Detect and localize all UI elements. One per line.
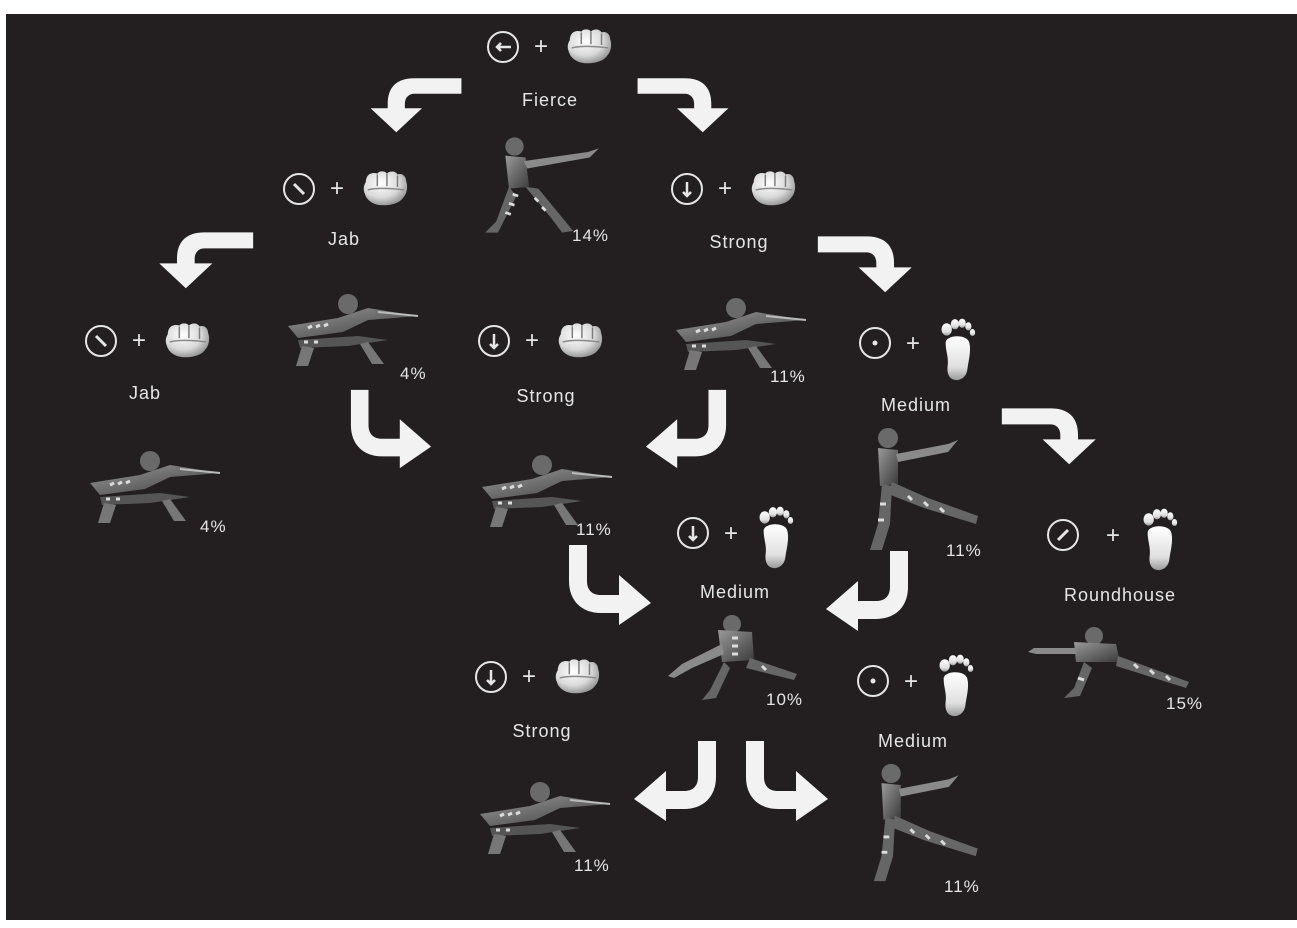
combo-input-roundhouse: + [1046, 506, 1186, 576]
curved-arrow-icon [159, 232, 254, 289]
plus-sign: + [522, 663, 537, 690]
curved-arrow-icon [817, 236, 912, 293]
combo-label-jab: Jab [327, 229, 361, 249]
combo-input-jab: + [282, 168, 412, 212]
combo-label-jab: Jab [128, 383, 162, 403]
curved-arrow-icon [370, 78, 462, 133]
fighter-sprite [1026, 625, 1191, 700]
damage-percent: 11% [574, 856, 610, 875]
combo-input-fierce: + [486, 26, 616, 70]
joystick-icon [677, 517, 709, 549]
fighter-sprite [478, 780, 612, 856]
combo-label-medium: Medium [880, 395, 952, 415]
fist-icon [555, 658, 600, 695]
curved-arrow-icon [645, 389, 727, 469]
curved-arrow-icon [1001, 408, 1096, 465]
curved-arrow-icon [826, 551, 908, 631]
damage-percent: 14% [572, 226, 610, 245]
curved-arrow-icon [350, 389, 432, 469]
plus-sign: + [330, 175, 345, 202]
combo-input-jab: + [84, 320, 214, 364]
fist-icon [363, 170, 408, 207]
plus-sign: + [1106, 522, 1121, 549]
combo-label-strong: Strong [516, 386, 576, 406]
plus-sign: + [525, 327, 540, 354]
fist-icon [558, 322, 603, 359]
combo-input-strong: + [474, 656, 604, 700]
fist-icon [165, 322, 210, 359]
combo-input-strong: + [670, 168, 800, 212]
combo-input-strong: + [477, 320, 607, 364]
combo-label-strong: Strong [512, 721, 572, 741]
foot-icon [939, 654, 974, 717]
joystick-icon [478, 325, 510, 357]
fighter-sprite [674, 296, 808, 372]
damage-percent: 11% [946, 541, 982, 560]
plus-sign: + [132, 327, 147, 354]
combo-input-medium: + [676, 504, 806, 574]
curved-arrow-icon [569, 545, 651, 625]
damage-percent: 15% [1166, 694, 1204, 713]
combo-label-strong: Strong [709, 232, 769, 252]
combo-chart-panel [6, 14, 1297, 920]
plus-sign: + [724, 520, 739, 547]
joystick-icon [857, 665, 889, 697]
foot-icon [759, 506, 794, 569]
joystick-icon [487, 31, 519, 63]
plus-sign: + [906, 330, 921, 357]
damage-percent: 11% [576, 520, 612, 539]
fighter-sprite [872, 762, 980, 883]
plus-sign: + [534, 33, 549, 60]
damage-percent: 4% [400, 364, 427, 383]
combo-label-fierce: Fierce [521, 90, 579, 110]
joystick-icon [859, 327, 891, 359]
curved-arrow-icon [634, 741, 716, 821]
fighter-sprite [286, 292, 420, 368]
damage-percent: 10% [766, 690, 804, 709]
joystick-icon [475, 661, 507, 693]
fighter-sprite [483, 135, 601, 235]
damage-percent: 11% [770, 367, 806, 386]
combo-label-roundhouse: Roundhouse [1063, 585, 1177, 605]
fist-icon [751, 170, 796, 207]
joystick-icon [671, 173, 703, 205]
curved-arrow-icon [637, 78, 729, 133]
foot-icon [941, 318, 976, 381]
fist-icon [567, 28, 612, 65]
plus-sign: + [718, 175, 733, 202]
plus-sign: + [904, 668, 919, 695]
joystick-icon [283, 173, 315, 205]
joystick-icon [1047, 519, 1079, 551]
damage-percent: 4% [200, 517, 227, 536]
joystick-icon [85, 325, 117, 357]
fighter-sprite [868, 426, 980, 552]
foot-icon [1143, 508, 1178, 571]
combo-label-medium: Medium [699, 582, 771, 602]
combo-input-medium: + [856, 652, 986, 722]
damage-percent: 11% [944, 877, 980, 896]
combo-input-medium: + [858, 316, 988, 386]
combo-label-medium: Medium [877, 731, 949, 751]
curved-arrow-icon [746, 741, 828, 821]
